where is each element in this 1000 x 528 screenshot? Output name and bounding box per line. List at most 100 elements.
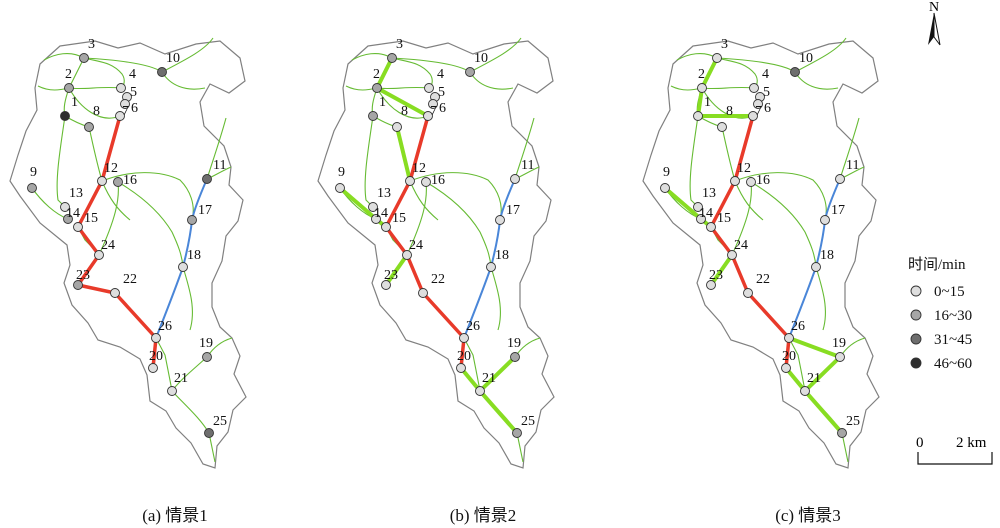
node-24 (94, 250, 104, 260)
legend-swatch (910, 309, 922, 321)
node-25 (837, 428, 847, 438)
legend-swatch (910, 285, 922, 297)
road-network (171, 390, 216, 463)
green-route (663, 186, 703, 221)
node-label-3: 3 (88, 37, 95, 52)
node-8 (392, 122, 402, 132)
node-26 (459, 333, 469, 343)
node-label-7: 7 (755, 104, 762, 119)
green-route (700, 56, 719, 90)
red-route (730, 253, 750, 295)
node-1 (693, 111, 703, 121)
node-label-22: 22 (123, 272, 137, 287)
road-network (794, 71, 839, 90)
road-network (37, 85, 122, 91)
blue-route (788, 178, 841, 339)
node-label-16: 16 (431, 173, 445, 188)
legend-label: 31~45 (934, 332, 972, 348)
node-label-16: 16 (756, 173, 770, 188)
node-12 (97, 176, 107, 186)
node-label-6: 6 (439, 101, 446, 116)
node-15 (73, 222, 83, 232)
node-21 (167, 386, 177, 396)
node-label-19: 19 (507, 336, 521, 351)
node-label-3: 3 (721, 37, 728, 52)
node-10 (157, 67, 167, 77)
node-label-16: 16 (123, 173, 137, 188)
node-8 (717, 122, 727, 132)
road-network (676, 52, 758, 89)
node-19 (835, 352, 845, 362)
node-13 (60, 202, 70, 212)
node-21 (475, 386, 485, 396)
node-10 (465, 67, 475, 77)
node-3 (712, 53, 722, 63)
red-route (76, 179, 104, 229)
node-label-4: 4 (762, 67, 769, 82)
node-label-20: 20 (782, 349, 796, 364)
node-label-4: 4 (437, 67, 444, 82)
node-label-9: 9 (338, 165, 345, 180)
node-label-17: 17 (831, 203, 845, 218)
node-label-10: 10 (474, 51, 488, 66)
node-label-7: 7 (430, 104, 437, 119)
node-label-13: 13 (702, 186, 716, 201)
road-network (88, 126, 103, 182)
node-19 (202, 352, 212, 362)
node-label-5: 5 (130, 85, 137, 100)
red-route (151, 336, 158, 370)
road-network (425, 181, 492, 268)
scale-distance: 2 km (956, 435, 987, 451)
legend-title: 时间/min (908, 256, 966, 273)
node-label-12: 12 (104, 161, 118, 176)
road-network (721, 126, 736, 182)
node-11 (202, 174, 212, 184)
node-20 (456, 363, 466, 373)
node-18 (486, 262, 496, 272)
node-label-8: 8 (726, 104, 733, 119)
node-label-2: 2 (65, 67, 72, 82)
node-4 (116, 83, 126, 93)
node-3 (387, 53, 397, 63)
node-21 (800, 386, 810, 396)
node-3 (79, 53, 89, 63)
node-8 (84, 122, 94, 132)
node-23 (706, 280, 716, 290)
road-network (490, 266, 501, 331)
node-label-25: 25 (213, 414, 227, 429)
node-label-15: 15 (717, 211, 731, 226)
node-label-3: 3 (396, 37, 403, 52)
node-label-19: 19 (199, 336, 213, 351)
road-network (731, 181, 752, 256)
node-15 (381, 222, 391, 232)
road-network (117, 181, 184, 268)
red-route (421, 291, 466, 340)
node-label-5: 5 (438, 85, 445, 100)
red-route (76, 253, 101, 287)
node-14 (696, 214, 706, 224)
green-route (787, 336, 842, 359)
red-route (113, 291, 158, 340)
node-11 (510, 174, 520, 184)
node-label-23: 23 (76, 268, 90, 283)
road-network (155, 337, 173, 392)
node-25 (204, 428, 214, 438)
node-label-18: 18 (495, 248, 509, 263)
node-6 (753, 99, 763, 109)
node-24 (402, 250, 412, 260)
green-route (784, 366, 807, 393)
node-label-7: 7 (122, 104, 129, 119)
node-2 (697, 83, 707, 93)
node-label-26: 26 (791, 319, 805, 334)
node-4 (749, 83, 759, 93)
road-network (750, 181, 817, 268)
red-route (76, 283, 117, 295)
node-label-15: 15 (392, 211, 406, 226)
red-route (384, 179, 412, 229)
node-label-12: 12 (737, 161, 751, 176)
node-12 (730, 176, 740, 186)
node-22 (110, 288, 120, 298)
